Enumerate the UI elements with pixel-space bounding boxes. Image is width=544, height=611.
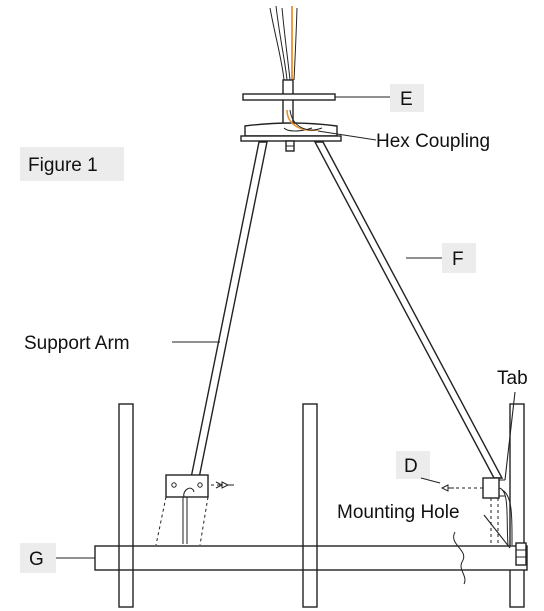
label-e-box: [390, 84, 424, 112]
mounting-hole-fitting: [515, 542, 527, 566]
label-d-box: [396, 451, 430, 479]
label-d: D: [404, 456, 418, 477]
label-tab: Tab: [497, 368, 528, 389]
label-f: F: [452, 249, 464, 270]
label-figure: Figure 1: [28, 155, 98, 176]
canopy-plate: [242, 93, 336, 101]
label-f-box: [442, 243, 476, 273]
right-support-arm: [313, 141, 504, 479]
hex-coupling: [240, 109, 342, 152]
label-hex-coupling: Hex Coupling: [376, 131, 490, 152]
label-figure-box: [20, 147, 124, 181]
label-e: E: [400, 89, 413, 110]
center-stem: [282, 79, 294, 129]
tab-bracket: [482, 477, 513, 546]
label-support-arm: Support Arm: [24, 333, 130, 354]
label-g: G: [29, 549, 44, 570]
supply-wires: [269, 5, 298, 81]
left-post: [118, 403, 134, 608]
right-post: [509, 403, 525, 608]
left-support-arm: [190, 141, 268, 479]
label-g-box: [20, 543, 56, 573]
cross-bar: [94, 545, 528, 571]
left-junction-box: [155, 474, 234, 546]
label-mounting-hole: Mounting Hole: [337, 502, 460, 523]
middle-post: [302, 403, 318, 608]
screw-d: [440, 484, 483, 492]
bar-break-mark: [453, 531, 466, 585]
